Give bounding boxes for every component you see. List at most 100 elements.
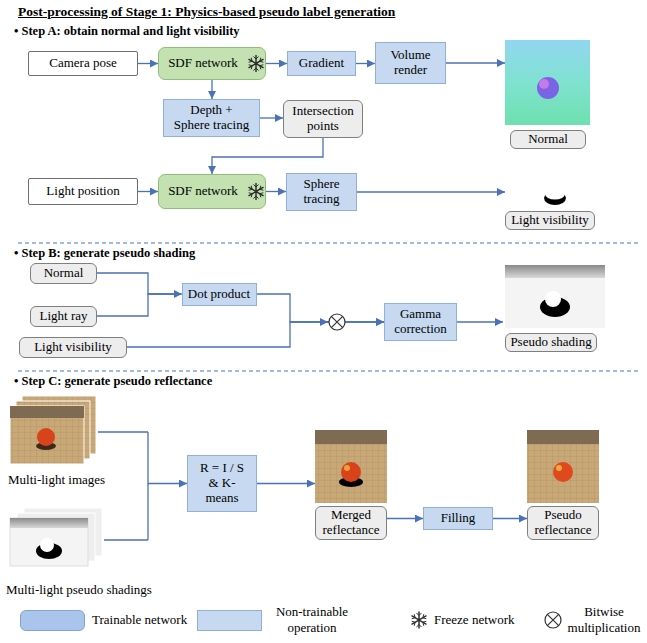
pseudo-reflectance-image [527,430,599,503]
flow-arrow [387,518,423,519]
section-divider [18,371,640,372]
legend-text: Freeze network [434,612,534,628]
flow-arrow [266,63,287,64]
flow-arrow [266,191,286,192]
legend-text: Bitwise multiplication [566,604,642,635]
operation-box: Filling [423,507,493,530]
data-label-box: Light visibility [19,337,127,358]
normal-map-highlight [539,79,549,89]
normal-map-sphere [537,77,559,99]
multiply-circle [545,612,561,628]
output-label: Normal [510,130,586,149]
wall [315,430,387,444]
image-caption: Multi-light pseudo shadings [6,582,152,598]
box-label: Volume render [380,48,441,78]
operation-box: Dot product [182,283,257,306]
box-label: Sphere tracing [291,177,352,207]
output-label: Light visibility [505,211,595,230]
merge-line [98,432,148,540]
multiply-icon [329,314,345,330]
wall [527,430,599,444]
flow-arrow [138,191,158,192]
flow-arrow [97,294,182,316]
apple [37,428,55,446]
merged-reflectance-image [315,430,387,503]
legend-swatch [20,610,85,631]
legend-text: Trainable network [92,612,202,628]
multiply-cross [331,316,342,327]
operation-box: Volume render [375,42,446,84]
operation-box: Gamma correction [384,303,457,341]
snowflake-icon [249,183,263,199]
flow-arrow [356,63,375,64]
multi-light-images-stack [10,396,96,464]
input-box: Camera pose [28,51,138,76]
legend-swatch [197,610,262,631]
data-label-box: Normal [30,263,97,284]
operation-box: Sphere tracing [286,173,357,211]
box-label: Normal [44,266,84,281]
apple [341,462,361,482]
image-caption: Multi-light images [8,472,105,488]
result-node: Pseudo reflectance [527,430,599,540]
apple [553,462,573,482]
shading-wall [10,518,88,528]
normal-map-image [505,40,590,125]
snowflake-icon [412,612,426,628]
operation-box: Depth + Sphere tracing [163,99,260,137]
output-label: Pseudo shading [505,333,597,352]
operation-box: Gradient [287,51,356,76]
snowflake-icon [249,55,263,71]
box-label: SDF network [168,184,238,199]
input-box: Light position [28,178,138,205]
flow-arrow [357,191,505,192]
box-label: R = I / S & K-means [196,461,248,506]
output-label: Merged reflectance [315,506,387,540]
flow-arrow [257,294,385,322]
flow-arrow [257,483,315,484]
network-box: SDF network [158,47,266,80]
box-label: Filling [441,511,476,526]
diagram-title: Post-processing of Stage 1: Physics-base… [18,4,395,20]
flow-arrow [138,63,158,64]
box-label: Light position [46,184,119,199]
box-label: SDF network [168,56,238,71]
result-node: Normal [505,40,590,150]
light-visibility-image [544,189,566,206]
box-label: Camera pose [49,56,117,71]
floor [527,430,599,503]
data-label-box: Light ray [30,306,97,327]
step-heading: • Step C: generate pseudo reflectance [14,374,212,389]
shading-map [10,518,88,566]
arrow-head [320,318,328,326]
box-label: Dot product [188,287,250,302]
flow-arrow [457,321,503,322]
flow-arrow [211,80,212,99]
flow-arrow [212,138,323,174]
flow-arrow [97,273,182,294]
wall [10,406,84,418]
result-node: Pseudo shading [503,263,607,354]
multi-light-shadings-stack [10,508,102,566]
multiply-cross [547,614,558,625]
shading-wall [505,265,605,278]
apple-highlight [344,465,350,471]
input-lines [98,432,187,540]
step-heading: • Step B: generate pseudo shading [14,246,195,261]
result-node: Merged reflectance [315,430,387,540]
shading-ground [505,265,605,328]
box-label: Intersection points [288,104,358,134]
step-heading: • Step A: obtain normal and light visibi… [14,24,240,39]
flow-arrow [493,518,527,519]
merge-arrow [148,483,187,484]
photo [10,406,84,464]
lit-area [545,189,565,200]
flow-arrow [260,117,283,118]
multiply-icon [545,612,561,628]
operation-box: R = I / S & K-means [187,455,257,512]
output-label: Pseudo reflectance [527,506,599,540]
normal-map-ground [505,40,590,125]
box-label: Gradient [299,56,344,71]
